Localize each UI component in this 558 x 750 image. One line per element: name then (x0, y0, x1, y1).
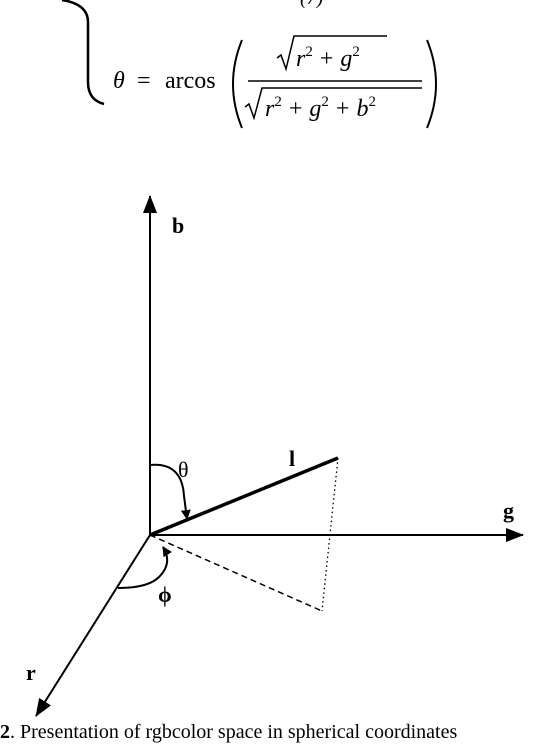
num-r-exp: 2 (305, 44, 313, 60)
den-r: r (265, 96, 275, 122)
equation-top-fragment: (7) (300, 0, 324, 9)
num-g: g (340, 46, 352, 72)
den-b-exp: 2 (368, 94, 376, 110)
equation-function: arcos (165, 68, 216, 94)
vector-l (149, 456, 339, 537)
equation-brace (61, 0, 105, 106)
right-paren (426, 39, 437, 129)
svg-text:r2+g2+b2: r2+g2+b2 (265, 94, 376, 122)
phi-arc (117, 546, 173, 589)
r-axis-label: r (26, 660, 36, 685)
svg-text:r2+g2: r2+g2 (296, 44, 360, 72)
theta-equation: (7) θ = arcos r2+g2 r2+g2+b2 (61, 0, 437, 129)
equation-equals: = (137, 68, 151, 94)
num-plus: + (320, 46, 334, 72)
den-plus-2: + (336, 96, 350, 122)
projection-dotted-line (321, 457, 339, 612)
numerator-radical (276, 35, 387, 72)
num-g-exp: 2 (352, 44, 360, 60)
figure-caption: 2. Presentation of rgbcolor space in sph… (0, 714, 558, 750)
left-paren (232, 39, 243, 129)
den-r-exp: 2 (274, 94, 282, 110)
b-axis-label: b (172, 213, 184, 238)
equation-lhs: θ (113, 68, 125, 94)
r-axis (35, 534, 151, 717)
g-axis-label: g (503, 498, 514, 523)
denominator-radical (244, 87, 422, 121)
num-r: r (296, 46, 306, 72)
phi-label: ϕ (158, 582, 172, 607)
theta-arc (149, 463, 191, 520)
vector-l-label: l (289, 446, 295, 471)
figure-caption-text: . Presentation of rgbcolor space in sphe… (10, 721, 458, 743)
figure-number: 2 (0, 721, 10, 743)
den-g: g (309, 96, 321, 122)
projection-dashed-line (149, 534, 323, 612)
den-g-exp: 2 (321, 94, 329, 110)
spherical-coordinates-diagram: b g r l θ ϕ (26, 195, 524, 717)
den-plus-1: + (289, 96, 303, 122)
theta-label: θ (178, 457, 189, 482)
den-b: b (356, 96, 368, 122)
